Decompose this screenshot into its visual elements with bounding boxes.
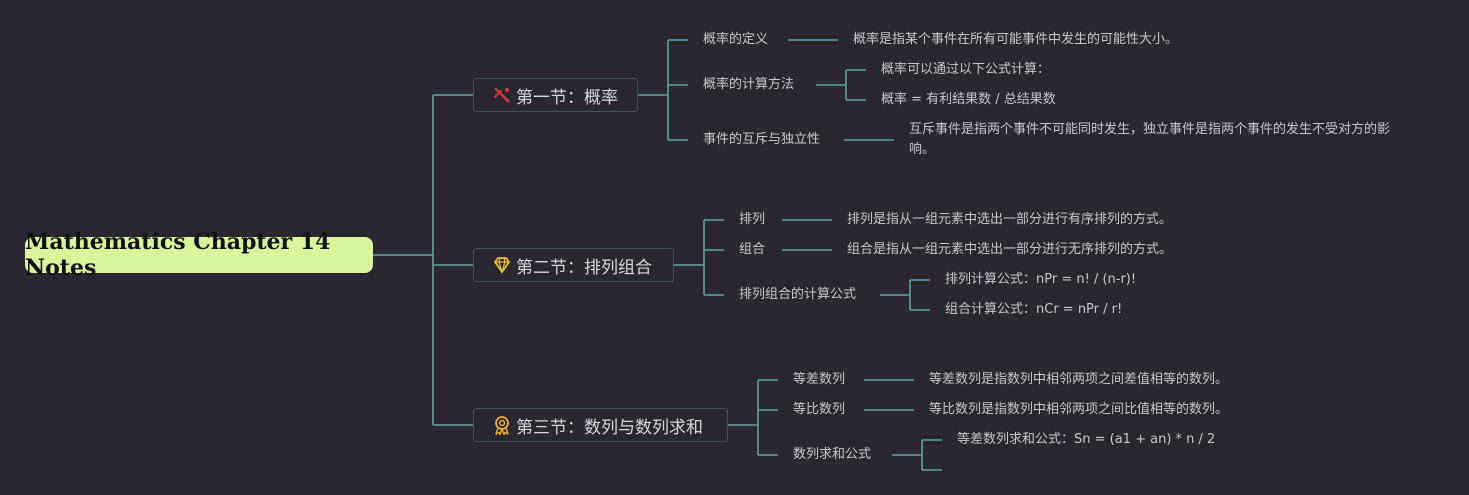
root-topic[interactable]: Mathematics Chapter 14 Notes — [25, 229, 373, 281]
topic-label[interactable]: 等比数列 — [793, 402, 846, 417]
topic-label[interactable]: 概率的定义 — [703, 32, 769, 47]
topic-detail[interactable]: 等差数列是指数列中相邻两项之间差值相等的数列。 — [929, 372, 1229, 387]
award-badge-icon — [492, 415, 512, 435]
section-title: 第三节：数列与数列求和 — [516, 417, 703, 438]
diamond-icon — [492, 255, 512, 275]
topic-label[interactable]: 概率的计算方法 — [703, 77, 795, 92]
topic-detail[interactable]: 概率可以通过以下公式计算： — [881, 62, 1051, 77]
topic-label[interactable]: 数列求和公式 — [793, 447, 872, 462]
section-sequences[interactable]: 第三节：数列与数列求和 — [473, 408, 728, 442]
topic-label[interactable]: 事件的互斥与独立性 — [703, 132, 821, 147]
topic-label[interactable]: 组合 — [739, 242, 766, 257]
topic-label[interactable]: 排列 — [739, 212, 766, 227]
topic-detail[interactable]: 等差数列求和公式：Sn = (a1 + an) * n / 2 — [957, 432, 1216, 447]
pickaxe-icon — [492, 85, 512, 105]
topic-detail[interactable]: 概率 = 有利结果数 / 总结果数 — [881, 92, 1056, 107]
topic-label[interactable]: 排列组合的计算公式 — [739, 287, 857, 302]
topic-detail[interactable]: 概率是指某个事件在所有可能事件中发生的可能性大小。 — [853, 32, 1179, 47]
topic-detail[interactable]: 排列是指从一组元素中选出一部分进行有序排列的方式。 — [847, 212, 1173, 227]
section-permutation-combination[interactable]: 第二节：排列组合 — [473, 248, 674, 282]
section-title: 第一节：概率 — [516, 87, 618, 108]
topic-label[interactable]: 等差数列 — [793, 372, 846, 387]
topic-detail[interactable]: 组合是指从一组元素中选出一部分进行无序排列的方式。 — [847, 242, 1173, 257]
section-title: 第二节：排列组合 — [516, 257, 652, 278]
topic-detail[interactable]: 互斥事件是指两个事件不可能同时发生，独立事件是指两个事件的发生不受对方的影响。 — [909, 122, 1391, 157]
topic-detail[interactable]: 组合计算公式：nCr = nPr / r! — [945, 302, 1123, 317]
topic-detail[interactable]: 等比数列是指数列中相邻两项之间比值相等的数列。 — [929, 402, 1229, 417]
topic-detail[interactable]: 排列计算公式：nPr = n! / (n-r)! — [945, 272, 1137, 287]
section-probability[interactable]: 第一节：概率 — [473, 78, 638, 112]
